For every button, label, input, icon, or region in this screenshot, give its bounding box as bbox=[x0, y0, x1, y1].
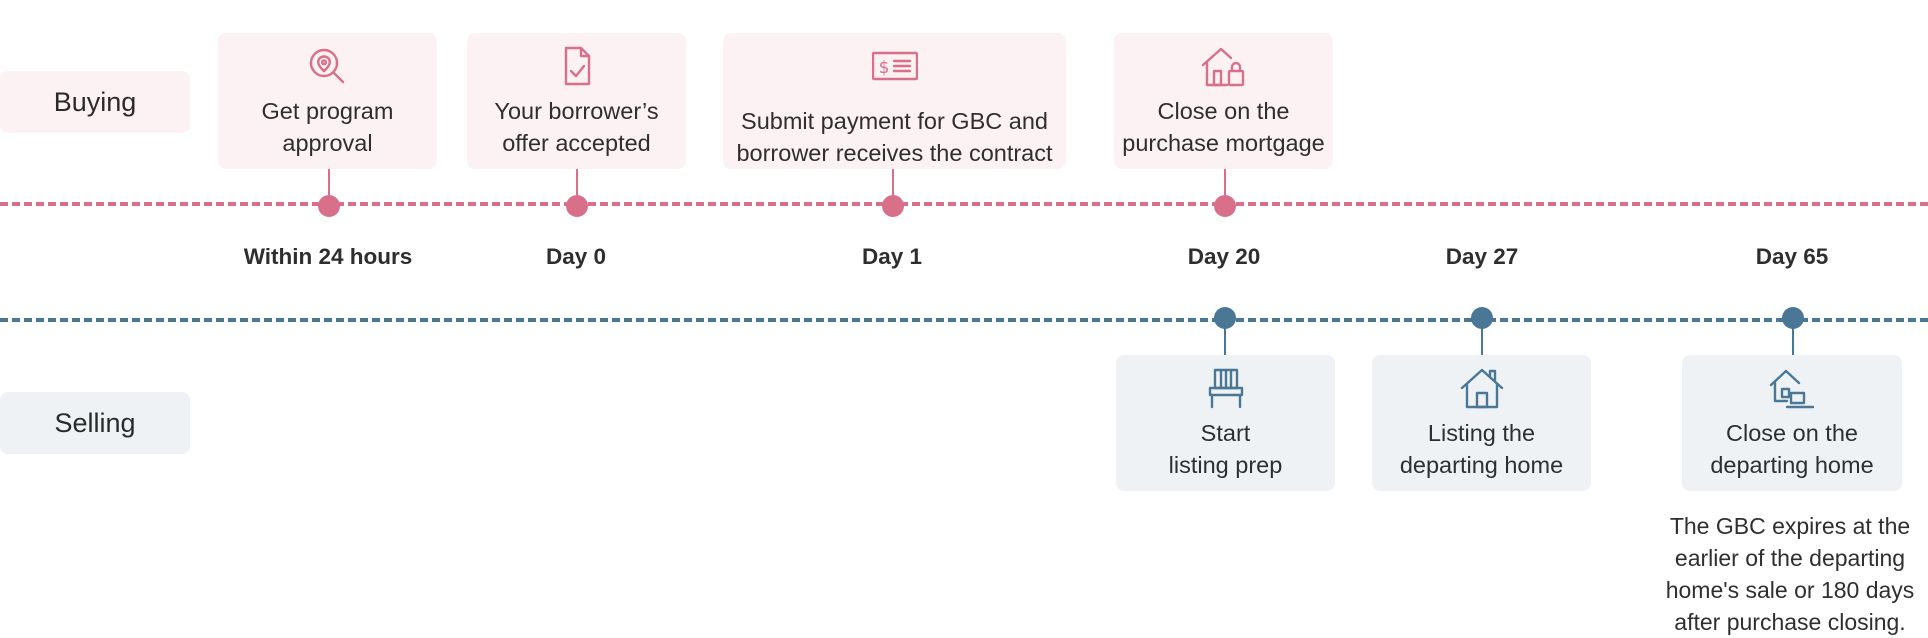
buying-marker bbox=[566, 195, 588, 217]
step-offer-accepted: Your borrower’s offer accepted bbox=[467, 33, 686, 169]
step-close-departing-home: Close on the departing home bbox=[1682, 355, 1902, 491]
step-label: Submit payment for GBC and borrower rece… bbox=[736, 108, 1053, 166]
day-label-day-27: Day 27 bbox=[1445, 244, 1519, 269]
check-payment-icon: $ bbox=[871, 51, 918, 81]
selling-connector bbox=[1224, 320, 1226, 355]
step-start-listing-prep: Start listing prep bbox=[1116, 355, 1335, 491]
step-label: Listing the departing home bbox=[1399, 420, 1564, 478]
house-sold-icon bbox=[1769, 369, 1815, 409]
step-get-program-approval: Get program approval bbox=[218, 33, 437, 169]
day-label-day-65: Day 65 bbox=[1755, 244, 1829, 269]
selling-connector bbox=[1792, 320, 1794, 355]
selling-row-label: Selling bbox=[0, 392, 190, 454]
buying-marker bbox=[1214, 195, 1236, 217]
step-label: Close on the purchase mortgage bbox=[1122, 98, 1325, 156]
buying-row-label: Buying bbox=[0, 71, 190, 133]
buying-timeline bbox=[0, 202, 1928, 206]
magnifier-location-icon bbox=[309, 48, 344, 84]
gbc-expiration-note: The GBC expires at the earlier of the de… bbox=[1665, 513, 1915, 635]
svg-text:$: $ bbox=[878, 58, 889, 78]
buying-connector bbox=[1224, 169, 1226, 205]
day-label-day-20: Day 20 bbox=[1187, 244, 1261, 269]
selling-marker bbox=[1214, 307, 1236, 329]
house-lock-icon bbox=[1201, 47, 1244, 87]
document-check-icon bbox=[564, 46, 590, 86]
step-label: Close on the departing home bbox=[1710, 420, 1874, 478]
step-label: Get program approval bbox=[261, 98, 394, 156]
step-listing-departing-home: Listing the departing home bbox=[1372, 355, 1591, 491]
selling-connector bbox=[1481, 320, 1483, 355]
step-label: Start listing prep bbox=[1168, 420, 1283, 478]
step-submit-payment: $ Submit payment for GBC and borrower re… bbox=[723, 33, 1066, 169]
selling-marker bbox=[1471, 307, 1493, 329]
buying-marker bbox=[318, 195, 340, 217]
bench-icon bbox=[1208, 368, 1243, 409]
day-label-day-0: Day 0 bbox=[545, 244, 607, 269]
house-icon bbox=[1460, 368, 1503, 409]
day-label-day-1: Day 1 bbox=[861, 244, 923, 269]
day-label-within-24-hours: Within 24 hours bbox=[243, 244, 413, 269]
selling-marker bbox=[1782, 307, 1804, 329]
selling-timeline bbox=[0, 318, 1928, 322]
buying-connector bbox=[892, 169, 894, 205]
step-close-purchase-mortgage: Close on the purchase mortgage bbox=[1114, 33, 1333, 169]
step-label: Your borrower’s offer accepted bbox=[494, 98, 659, 156]
buying-connector bbox=[328, 169, 330, 205]
buying-connector bbox=[576, 169, 578, 205]
buying-marker bbox=[882, 195, 904, 217]
